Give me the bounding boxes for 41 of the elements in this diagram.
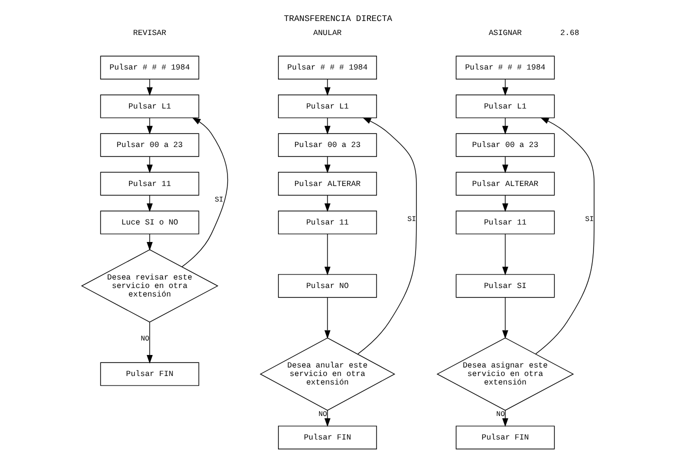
- node-box: Pulsar FIN: [100, 362, 199, 386]
- arrow: [502, 297, 508, 339]
- arrow: [357, 117, 416, 354]
- label: ANULAR: [312, 29, 342, 38]
- arrow: [146, 322, 152, 364]
- arrow: [181, 117, 228, 268]
- node-box: Pulsar L1: [455, 94, 554, 118]
- node-box: Pulsar # # # 1984: [455, 56, 554, 80]
- node-box: Pulsar FIN: [455, 426, 554, 450]
- node-box: Pulsar 00 a 23: [455, 133, 554, 157]
- node-diamond: Desea revisar este servicio en otra extensión: [80, 249, 218, 323]
- arrow: [502, 234, 508, 276]
- node-box: Pulsar FIN: [278, 426, 376, 450]
- node-box: Pulsar NO: [278, 274, 376, 298]
- arrow: [324, 117, 330, 135]
- label: ASIGNAR: [488, 29, 522, 38]
- node-box: Pulsar L1: [278, 94, 376, 118]
- node-diamond: Desea anular este servicio en otra extensión: [259, 337, 395, 411]
- arrow: [324, 194, 330, 212]
- node-box: Pulsar L1: [100, 94, 199, 118]
- node-box: Pulsar ALTERAR: [455, 172, 554, 196]
- arrow: [324, 410, 330, 427]
- node-box: Pulsar 11: [455, 210, 554, 234]
- node-box: Luce SI o NO: [100, 210, 199, 234]
- node-box: Pulsar ALTERAR: [278, 172, 376, 196]
- node-box: Pulsar # # # 1984: [278, 56, 376, 80]
- arrow: [324, 78, 330, 96]
- arrow: [534, 117, 594, 354]
- node-box: Pulsar 00 a 23: [100, 133, 199, 157]
- node-box: Pulsar # # # 1984: [100, 56, 199, 80]
- node-box: Pulsar 11: [100, 172, 199, 196]
- arrow: [324, 297, 330, 339]
- node-diamond: Desea asignar este servicio en otra extensión: [436, 337, 574, 411]
- diagram-title: TRANSFERENCIA DIRECTA: [283, 14, 392, 24]
- label: REVISAR: [132, 29, 166, 38]
- arrow: [324, 156, 330, 174]
- node-box: Pulsar 11: [278, 210, 376, 234]
- node-box: Pulsar SI: [455, 274, 554, 298]
- node-box: Pulsar 00 a 23: [278, 133, 376, 157]
- arrow: [324, 234, 330, 276]
- label: 2.68: [560, 29, 579, 38]
